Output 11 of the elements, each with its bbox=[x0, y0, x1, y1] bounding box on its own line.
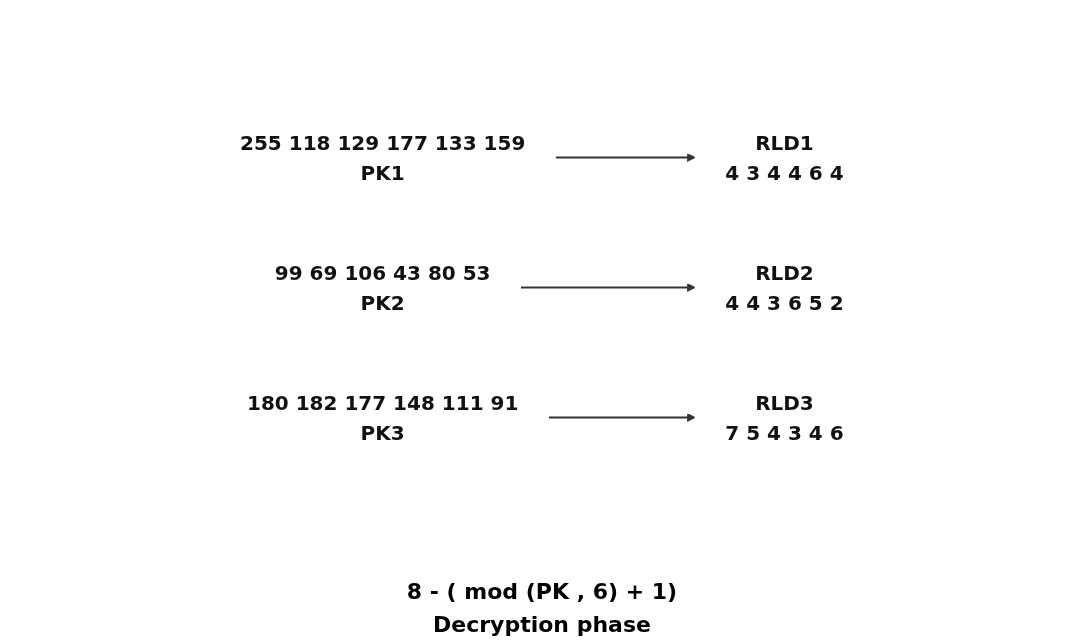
arrow bbox=[554, 153, 696, 162]
node-text: 99 69 106 43 80 53 PK2 bbox=[274, 260, 491, 315]
node-text: 255 118 129 177 133 159 PK1 bbox=[240, 130, 526, 185]
node-text: RLD2 4 4 3 6 5 2 bbox=[725, 260, 844, 315]
node-text: RLD3 7 5 4 3 4 6 bbox=[725, 390, 844, 445]
node-text: RLD1 4 3 4 4 6 4 bbox=[725, 130, 844, 185]
node-text: 180 182 177 148 111 91 PK3 bbox=[247, 390, 519, 445]
caption: Decryption phase bbox=[433, 612, 651, 637]
arrow bbox=[547, 413, 696, 422]
formula-note: 8 - ( mod (PK , 6) + 1) bbox=[406, 579, 678, 604]
arrow bbox=[519, 283, 696, 292]
